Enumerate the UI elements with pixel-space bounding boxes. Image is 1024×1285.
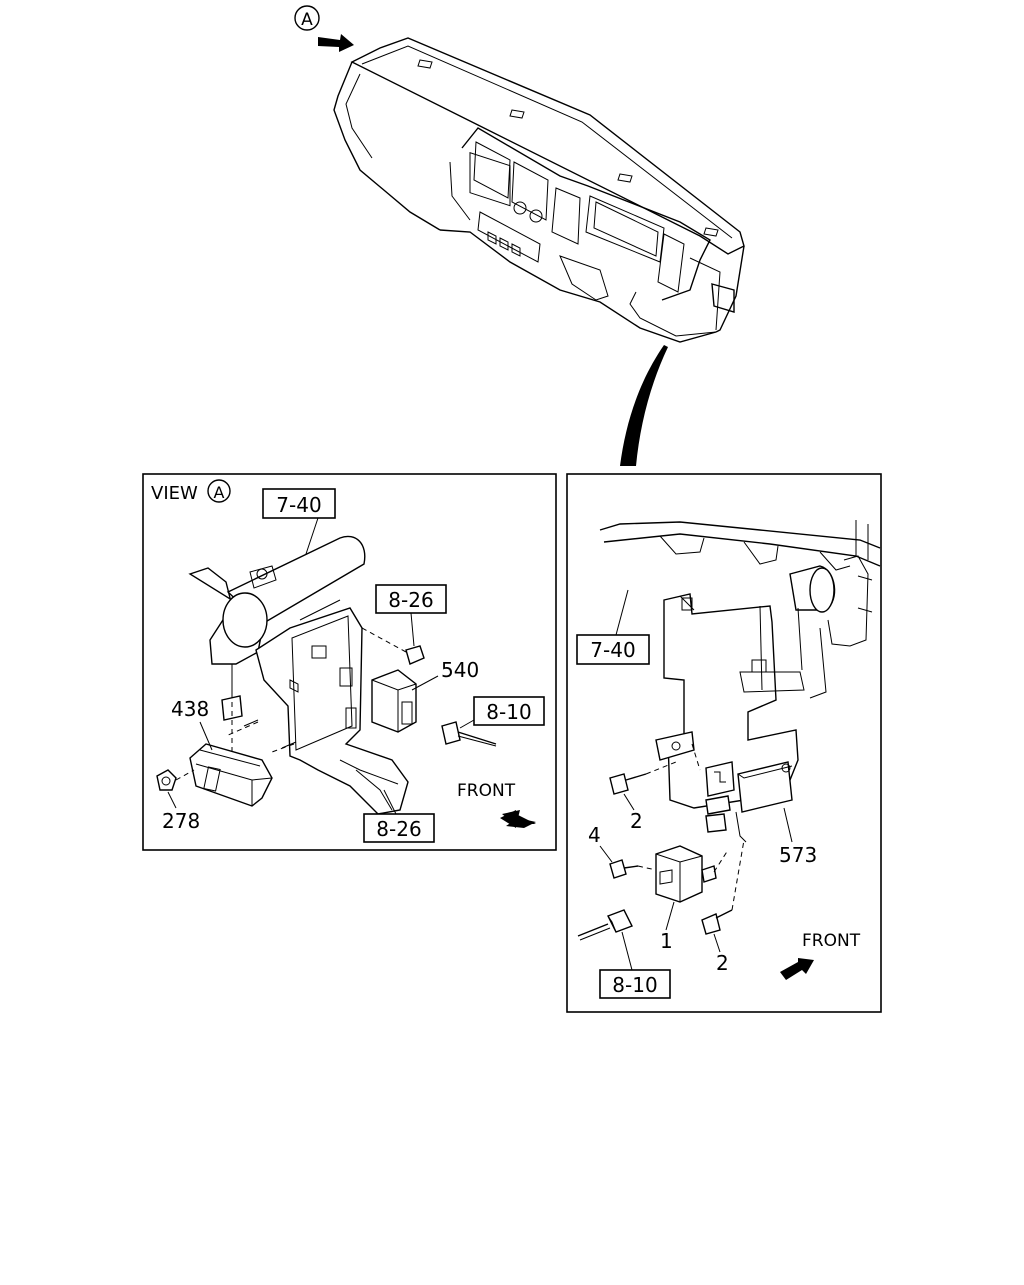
- svg-text:VIEW: VIEW: [151, 483, 198, 504]
- view-a-marker: A: [294, 5, 320, 31]
- svg-text:7-40: 7-40: [590, 638, 635, 662]
- ref-box-7-40-left: 7-40: [262, 488, 336, 561]
- relay-1: 1: [655, 845, 729, 953]
- connector-8-10-right: 8-10: [577, 909, 671, 999]
- callout-573-group: 573: [779, 807, 817, 867]
- svg-text:7-40: 7-40: [276, 493, 321, 517]
- svg-text:FRONT: FRONT: [457, 781, 516, 801]
- detail-pointer-arrow: [620, 345, 668, 466]
- callout-540: 540: [441, 658, 479, 682]
- right-bracket-assembly: [655, 593, 827, 843]
- ref-box-8-10-left: 8-10: [441, 696, 545, 747]
- callout-2-lower: 2: [716, 951, 729, 975]
- callout-2-upper: 2: [630, 809, 643, 833]
- svg-text:8-10: 8-10: [612, 973, 657, 997]
- callout-1: 1: [660, 929, 673, 953]
- screw-4: 4: [588, 823, 657, 879]
- left-bracket-assembly: [188, 535, 425, 815]
- nut-278: 278: [156, 769, 200, 833]
- ref-box-7-40-right: 7-40: [576, 589, 650, 665]
- front-indicator-right: FRONT: [780, 931, 861, 980]
- svg-text:A: A: [301, 10, 313, 30]
- callout-573: 573: [779, 843, 817, 867]
- bolt-2-upper: 2: [609, 761, 677, 833]
- right-crossmember: [599, 520, 881, 647]
- callout-278: 278: [162, 809, 200, 833]
- svg-text:8-26: 8-26: [376, 817, 421, 841]
- callout-438: 438: [171, 697, 209, 721]
- module-438: 438: [171, 697, 273, 807]
- ref-box-8-26-top: 8-26: [375, 584, 447, 647]
- bolt-2-lower: 2: [701, 839, 745, 975]
- svg-text:8-26: 8-26: [388, 588, 433, 612]
- ref-box-8-26-bottom: 8-26: [363, 789, 435, 843]
- left-view-label: VIEW A: [151, 479, 231, 504]
- svg-text:A: A: [214, 483, 225, 502]
- callout-4: 4: [588, 823, 601, 847]
- relay-540: 540: [371, 658, 479, 733]
- view-a-arrow: [318, 34, 354, 52]
- instrument-panel-assembly: [333, 37, 745, 343]
- front-indicator-left: FRONT: [457, 781, 536, 828]
- svg-text:8-10: 8-10: [486, 700, 531, 724]
- svg-text:FRONT: FRONT: [802, 931, 861, 951]
